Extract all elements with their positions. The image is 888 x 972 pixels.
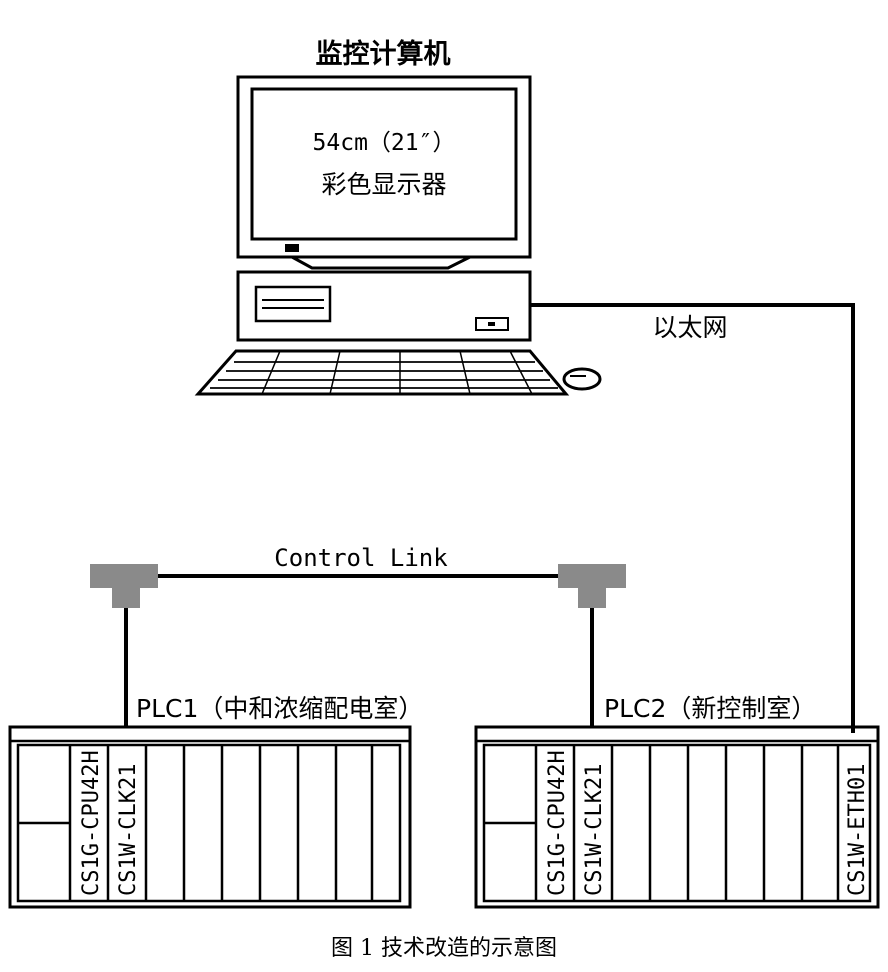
- ethernet-label: 以太网: [652, 313, 727, 342]
- computer-title: 监控计算机: [316, 38, 451, 70]
- plc2-module-clk: CS1W-CLK21: [582, 764, 607, 896]
- plc1-rack: [8, 725, 412, 909]
- plc2-module-eth: CS1W-ETH01: [845, 764, 870, 896]
- plc1-label: PLC1（中和浓缩配电室）: [136, 694, 423, 723]
- control-link-label: Control Link: [274, 544, 448, 572]
- plc2-label: PLC2（新控制室）: [604, 694, 816, 723]
- monitor: [236, 75, 532, 270]
- monitor-size-label: 54cm（21″）: [313, 130, 456, 156]
- ethernet-cable: [530, 303, 855, 733]
- plc1-module-cpu: CS1G-CPU42H: [79, 750, 104, 896]
- connector-right: [558, 564, 626, 608]
- figure-caption: 图 1 技术改造的示意图: [331, 936, 557, 961]
- disk-drive: [254, 285, 332, 323]
- plc2-rack: [474, 725, 880, 909]
- plc1-module-clk: CS1W-CLK21: [116, 764, 141, 896]
- connector-left: [90, 564, 158, 608]
- plc2-module-cpu: CS1G-CPU42H: [545, 750, 570, 896]
- power-led: [285, 244, 299, 252]
- power-button: [475, 317, 509, 331]
- monitor-type-label: 彩色显示器: [321, 170, 446, 199]
- mouse: [562, 367, 602, 391]
- computer-case: [236, 270, 532, 342]
- keyboard: [194, 349, 570, 396]
